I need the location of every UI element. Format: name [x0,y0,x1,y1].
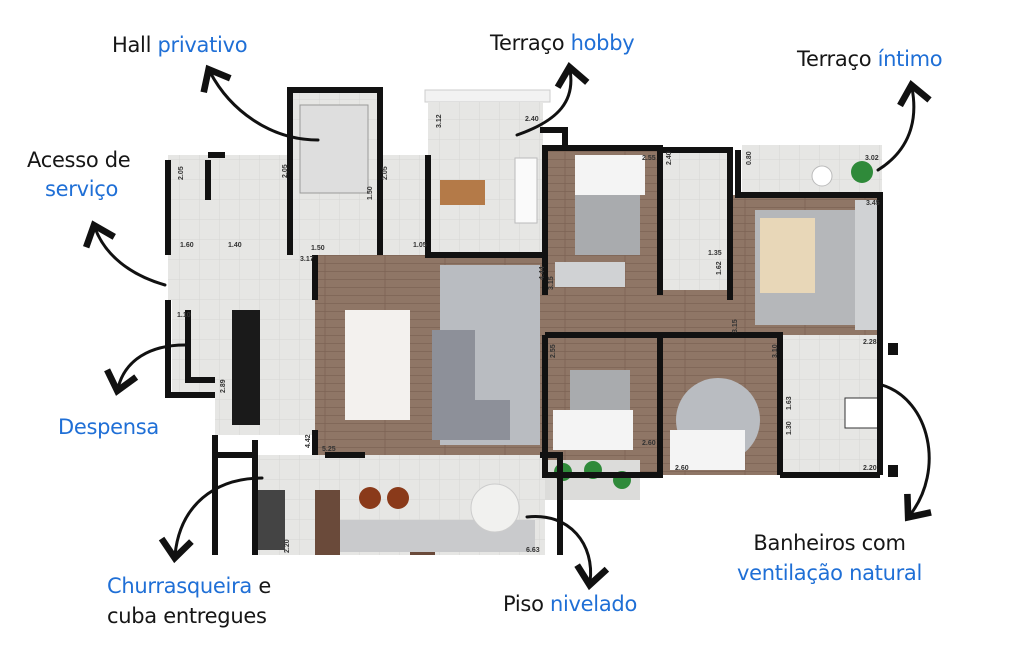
label-text: Banheiros com [753,531,906,555]
arrow-banheiros [880,383,932,522]
dim-label: 2.55 [550,344,557,358]
label-highlight: Churrasqueira [107,574,252,598]
dim-label: 2.89 [220,379,227,393]
label-banheiros: Banheiros com ventilação natural [737,528,922,588]
terraco-gourmet [255,455,640,555]
arrow-acesso [83,220,167,287]
label-highlight: privativo [157,33,248,57]
dim-label: 0.80 [746,151,753,165]
arrow-hall [200,64,320,142]
dim-label: 1.50 [311,245,325,252]
dim-label: 3.12 [436,114,443,128]
label-highlight: íntimo [877,47,943,71]
label-hall-privativo: Hall privativo [112,32,248,59]
label-text: e [252,574,271,598]
label-text: Piso [503,592,551,616]
service-area [168,155,315,435]
terraco-hobby [424,89,551,255]
dim-label: 5.25 [322,446,336,453]
dim-label: 2.05 [282,164,289,178]
dim-label: 2.40 [666,151,673,165]
living-dining [315,255,550,455]
label-highlight: serviço [45,177,119,201]
dim-label: 2.28 [863,339,877,346]
dim-label: 2.60 [642,440,656,447]
dim-label: 3.45 [866,200,880,207]
dim-label: 1.50 [367,186,374,200]
dim-label: 3.17 [300,256,314,263]
terraco-intimo [742,145,882,195]
dim-label: 1.10 [177,312,191,319]
dim-label: 2.05 [382,166,389,180]
dim-label: 2.20 [284,539,291,553]
annotation-arrows [83,61,932,591]
label-text: Acesso de [27,148,131,172]
label-terraco-hobby: Terraço hobby [490,30,635,57]
dim-label: 3.15 [548,276,555,290]
label-text: Terraço [797,47,878,71]
dim-label: 3.15 [732,319,739,333]
label-text: cuba entregues [107,604,267,628]
bedroom-3 [660,335,780,475]
dim-label: 1.40 [228,242,242,249]
label-text: Hall [112,33,158,57]
label-highlight: nivelado [550,592,637,616]
label-highlight: ventilação natural [737,561,923,585]
dim-label: 3.02 [865,155,879,162]
label-despensa: Despensa [58,415,160,439]
label-text: Terraço [490,31,571,55]
dim-label: 2.05 [178,166,185,180]
bedroom-2 [545,335,660,475]
arrow-despensa [104,343,187,396]
bathroom-suite-1 [660,150,732,290]
bedroom-1 [545,148,660,295]
walls [165,87,883,555]
label-churrasqueira: Churrasqueira e cuba entregues [107,571,271,631]
dim-label: 2.20 [863,465,877,472]
arrow-terraco-intimo [876,79,932,172]
dim-label: 1.35 [708,250,722,257]
master-bedroom [730,195,880,335]
arrow-terraco-hobby [515,61,590,137]
dim-label: 3.10 [772,344,779,358]
dim-label: 6.63 [526,547,540,554]
lavabo [380,155,428,255]
dim-label: 2.40 [525,116,539,123]
dim-label: 1.63 [786,396,793,410]
dim-label: 4.42 [305,434,312,448]
dim-label: 1.60 [180,242,194,249]
dim-label: 1.30 [786,421,793,435]
bathrooms [780,335,881,475]
dim-label: 4.44 [539,266,546,280]
arrow-piso [525,515,610,591]
dim-label: 2.60 [675,465,689,472]
label-piso-nivelado: Piso nivelado [503,591,637,618]
label-terraco-intimo: Terraço íntimo [797,46,943,73]
label-highlight: hobby [570,31,635,55]
hall-privativo [290,90,380,255]
arrow-churrasqueira [158,476,264,564]
dim-label: 1.05 [413,242,427,249]
dim-label: 2.55 [642,155,656,162]
label-acesso-servico: Acesso de serviço [27,146,131,204]
dim-label: 1.62 [716,261,723,275]
